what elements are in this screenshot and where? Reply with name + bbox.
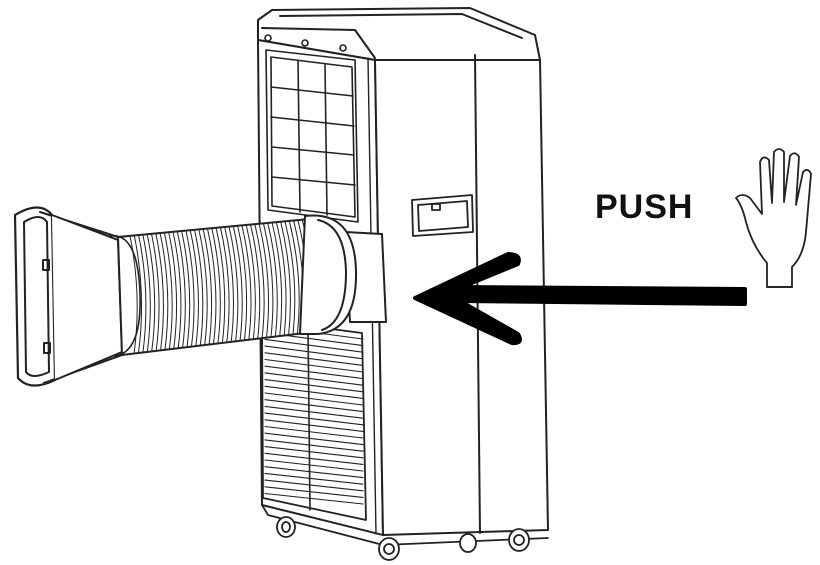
grille-louver — [264, 352, 364, 366]
hose-rib — [181, 230, 191, 348]
grille-louver — [264, 412, 364, 426]
grille-louver — [264, 425, 364, 439]
portable-ac-unit — [257, 7, 549, 561]
exhaust-hose — [13, 206, 358, 387]
hose-rib — [138, 234, 147, 354]
grille-louver — [264, 338, 364, 353]
hose-rib — [194, 229, 204, 347]
grille-louver — [264, 345, 364, 360]
hose-rib — [146, 233, 156, 353]
hose-rib — [271, 221, 283, 337]
hose-rib — [249, 223, 261, 339]
hose-rib — [224, 226, 234, 343]
top-air-filter — [264, 34, 359, 223]
hose-rib — [284, 220, 296, 335]
hose-rib — [185, 230, 195, 348]
grille-louver — [264, 405, 364, 419]
hose-rib — [241, 224, 252, 340]
hose-rib — [262, 222, 274, 338]
hose-rib — [275, 221, 287, 336]
grille-louver — [264, 419, 364, 432]
hose-rib — [232, 225, 243, 342]
hose-rib — [168, 231, 178, 350]
grille-louver — [264, 385, 364, 399]
hose-rib — [258, 222, 269, 338]
grille-louver — [264, 358, 364, 373]
hose-rib — [142, 234, 151, 353]
grille-louver — [264, 479, 364, 492]
hose-rib — [206, 227, 217, 345]
grille-louver — [264, 439, 364, 452]
hose-rib — [176, 230, 186, 349]
grille-louver — [264, 492, 364, 505]
hose-rib — [159, 232, 169, 351]
hose-rib — [189, 229, 199, 347]
grille-louver — [264, 399, 364, 413]
lower-intake-grille — [261, 319, 367, 521]
grille-louver — [264, 446, 364, 459]
grille-louver — [264, 379, 364, 393]
hose-rib — [163, 232, 173, 351]
grille-louver — [264, 486, 364, 498]
grille-louver — [264, 372, 364, 386]
hose-rib — [219, 226, 230, 343]
grille-louver — [264, 392, 364, 406]
grille-louver — [264, 452, 364, 465]
grille-louver — [264, 365, 364, 380]
hose-rib — [254, 223, 265, 339]
push-label: PUSH — [595, 188, 694, 226]
grille-louver — [264, 459, 364, 472]
hose-rib — [211, 227, 221, 344]
hose-rib — [198, 228, 208, 346]
hose-rib — [151, 233, 160, 352]
grille-louver — [264, 432, 364, 446]
hose-rib — [267, 222, 278, 337]
hose-rib — [202, 228, 213, 346]
hose-rib — [245, 224, 256, 340]
hose-rib — [288, 220, 300, 334]
left-arrow-icon — [413, 252, 747, 346]
hand-icon — [735, 148, 812, 288]
side-handle — [411, 194, 474, 237]
hose-rib — [155, 232, 164, 352]
grille-louver — [264, 466, 364, 479]
hose-rib — [215, 227, 226, 344]
grille-louver — [264, 472, 364, 485]
hose-rib — [280, 220, 291, 335]
hose-rib — [133, 235, 143, 354]
hose-rib — [172, 231, 182, 349]
wheels — [261, 504, 549, 561]
hose-rib — [237, 225, 248, 341]
hose-rib — [228, 225, 239, 342]
